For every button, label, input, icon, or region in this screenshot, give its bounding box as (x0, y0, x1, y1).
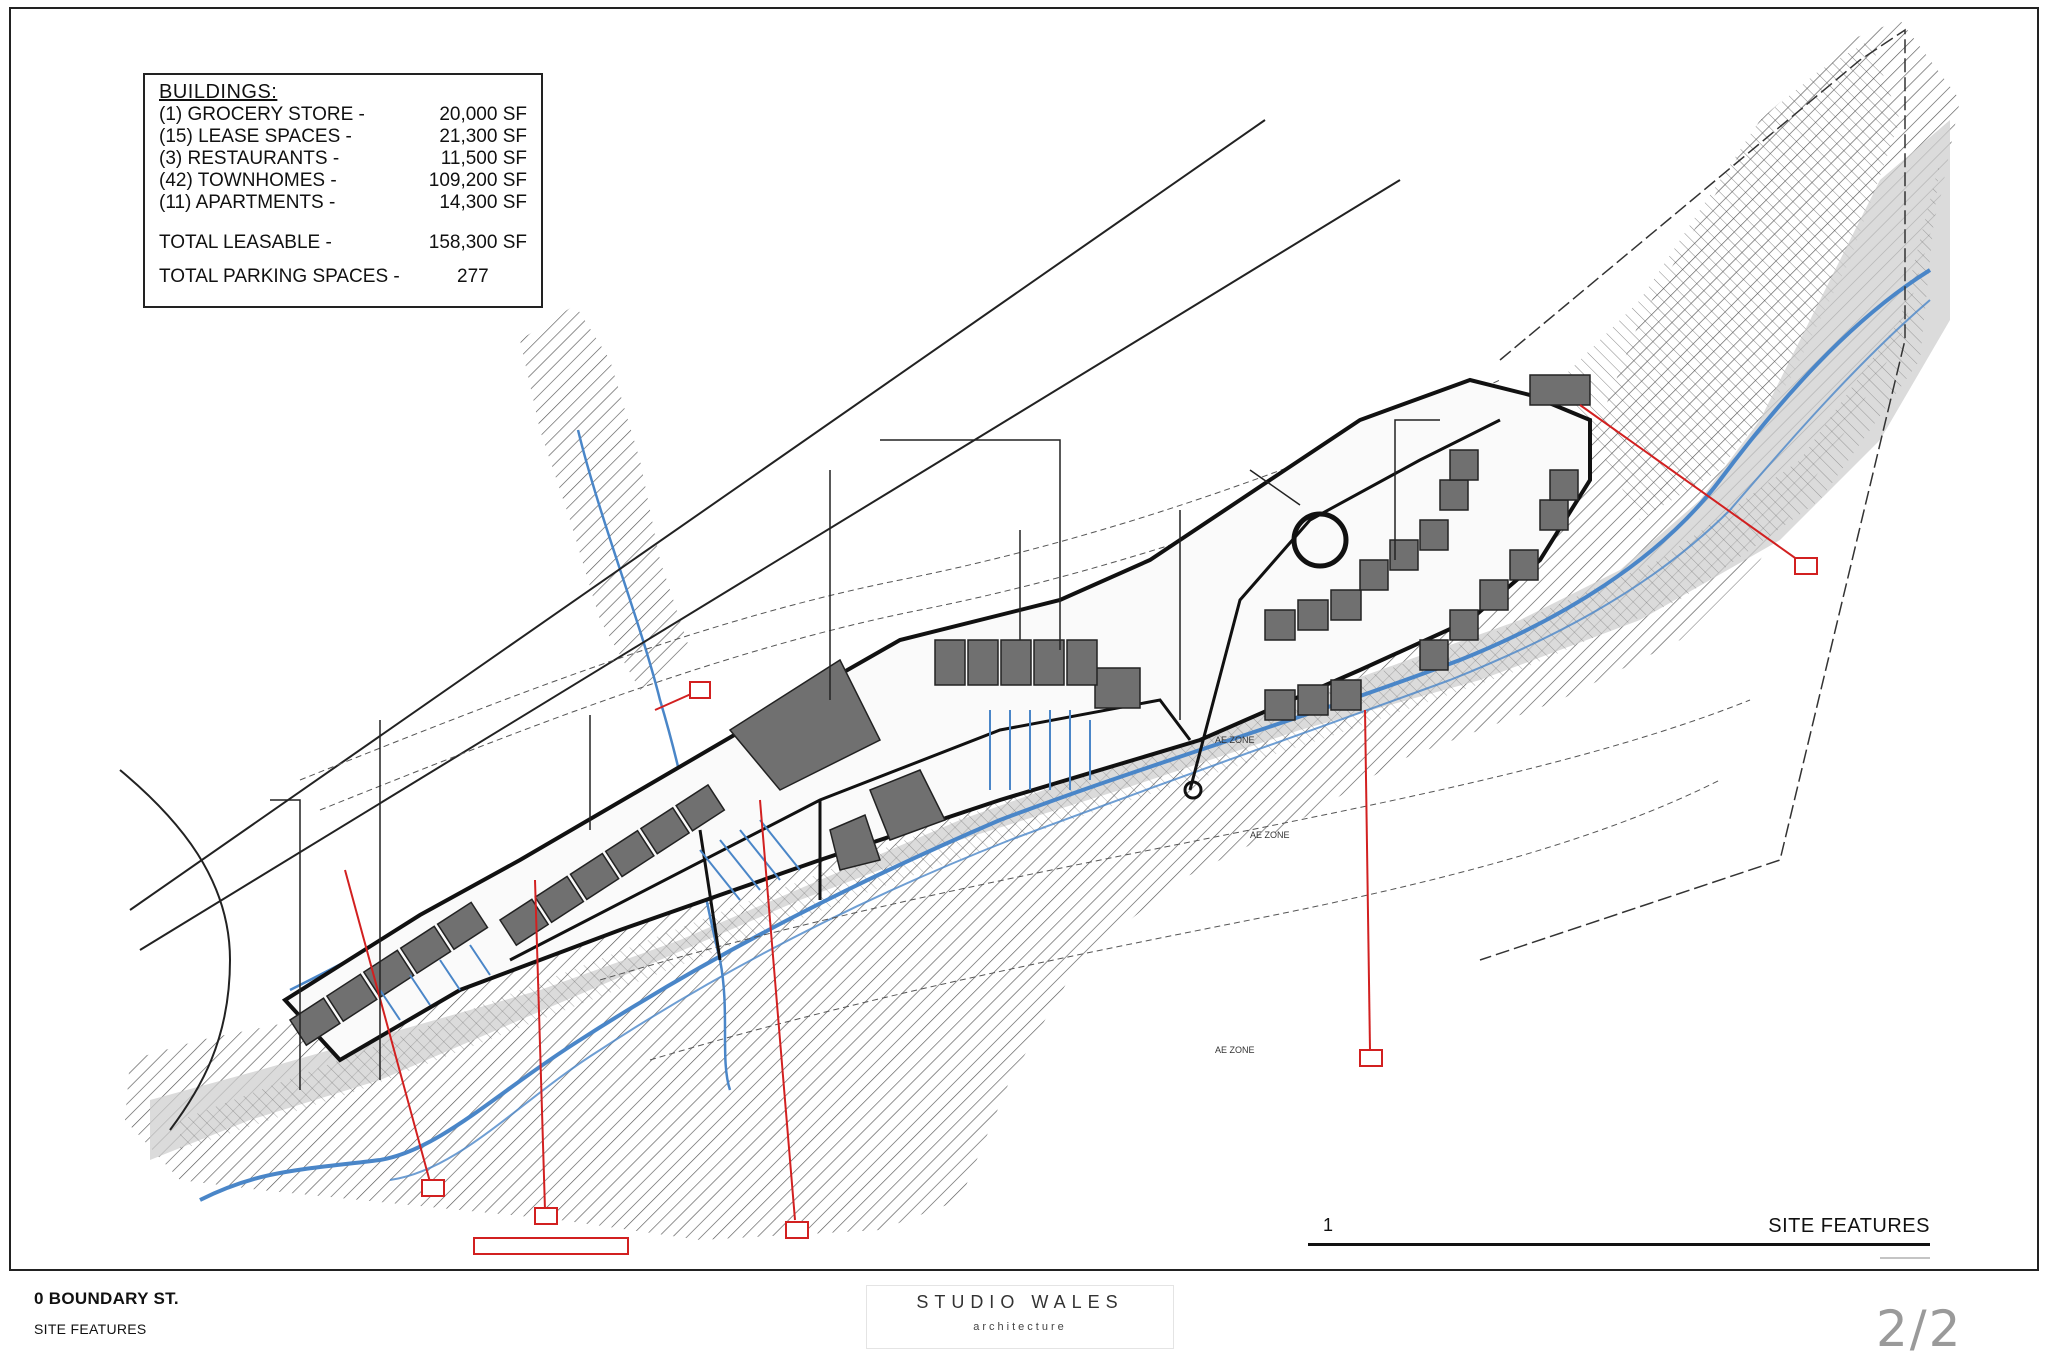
contour-lines (299, 379, 1751, 1061)
drawing-title-block: 1 SITE FEATURES (1308, 1213, 1930, 1246)
zone-label-north: AE ZONE (1215, 735, 1255, 745)
building-summary-legend: BUILDINGS: (1) GROCERY STORE -20,000 SF … (143, 73, 543, 308)
grocery-store-building (728, 658, 882, 791)
hatched-slope-north (520, 305, 690, 690)
total-leasable: TOTAL LEASABLE -158,300 SF (159, 232, 527, 253)
roundabout (1291, 511, 1349, 569)
townhome-cluster-east (1264, 449, 1579, 721)
creek-secondary (389, 299, 1931, 1181)
legend-row: (42) TOWNHOMES -109,200 SF (159, 170, 527, 191)
restaurant-building-1 (869, 769, 947, 841)
property-line-east (1479, 28, 1906, 961)
legend-row: (11) APARTMENTS -14,300 SF (159, 192, 527, 213)
page-number: 2/2 (1876, 1300, 1963, 1358)
parking-stripes (379, 710, 1091, 1021)
legend-row: (15) LEASE SPACES -21,300 SF (159, 126, 527, 147)
firm-subtitle: architecture (973, 1321, 1067, 1333)
total-parking: TOTAL PARKING SPACES -277 (159, 266, 489, 287)
legend-row: (3) RESTAURANTS -11,500 SF (159, 148, 527, 169)
project-info: 0 BOUNDARY ST. SITE FEATURES (34, 1289, 179, 1337)
site-parcel-outline (281, 377, 1592, 1063)
road-line-1 (129, 119, 1266, 911)
lease-space-row (934, 639, 1098, 686)
zone-label-mid: AE ZONE (1250, 830, 1290, 840)
firm-logo: STUDIO WALES architecture (866, 1285, 1174, 1349)
floodplain-band (150, 120, 1950, 1160)
restaurant-building-2 (829, 813, 881, 871)
road-west-curve (119, 769, 232, 1131)
sheet-title: SITE FEATURES (34, 1321, 147, 1337)
creek-main (199, 268, 1932, 1202)
flood-section-callouts (344, 404, 1818, 1255)
drawing-number: 1 (1323, 1215, 1334, 1235)
road-line-2 (139, 179, 1401, 951)
internal-drives (509, 418, 1501, 962)
firm-name: STUDIO WALES (916, 1292, 1124, 1312)
leader-callouts (270, 419, 1440, 1090)
activity-center-building (1529, 374, 1591, 406)
sheet-border (9, 7, 2039, 1271)
legend-title: BUILDINGS: (159, 81, 278, 103)
legend-row: (1) GROCERY STORE -20,000 SF (159, 104, 527, 125)
project-name: 0 BOUNDARY ST. (34, 1289, 179, 1308)
hatched-slope-ridge (1560, 40, 1900, 520)
buildings (288, 374, 1591, 1047)
zone-label-south: AE ZONE (1215, 1045, 1255, 1055)
drawing-title: SITE FEATURES (1768, 1215, 1930, 1237)
townhome-row-mid (498, 783, 726, 947)
